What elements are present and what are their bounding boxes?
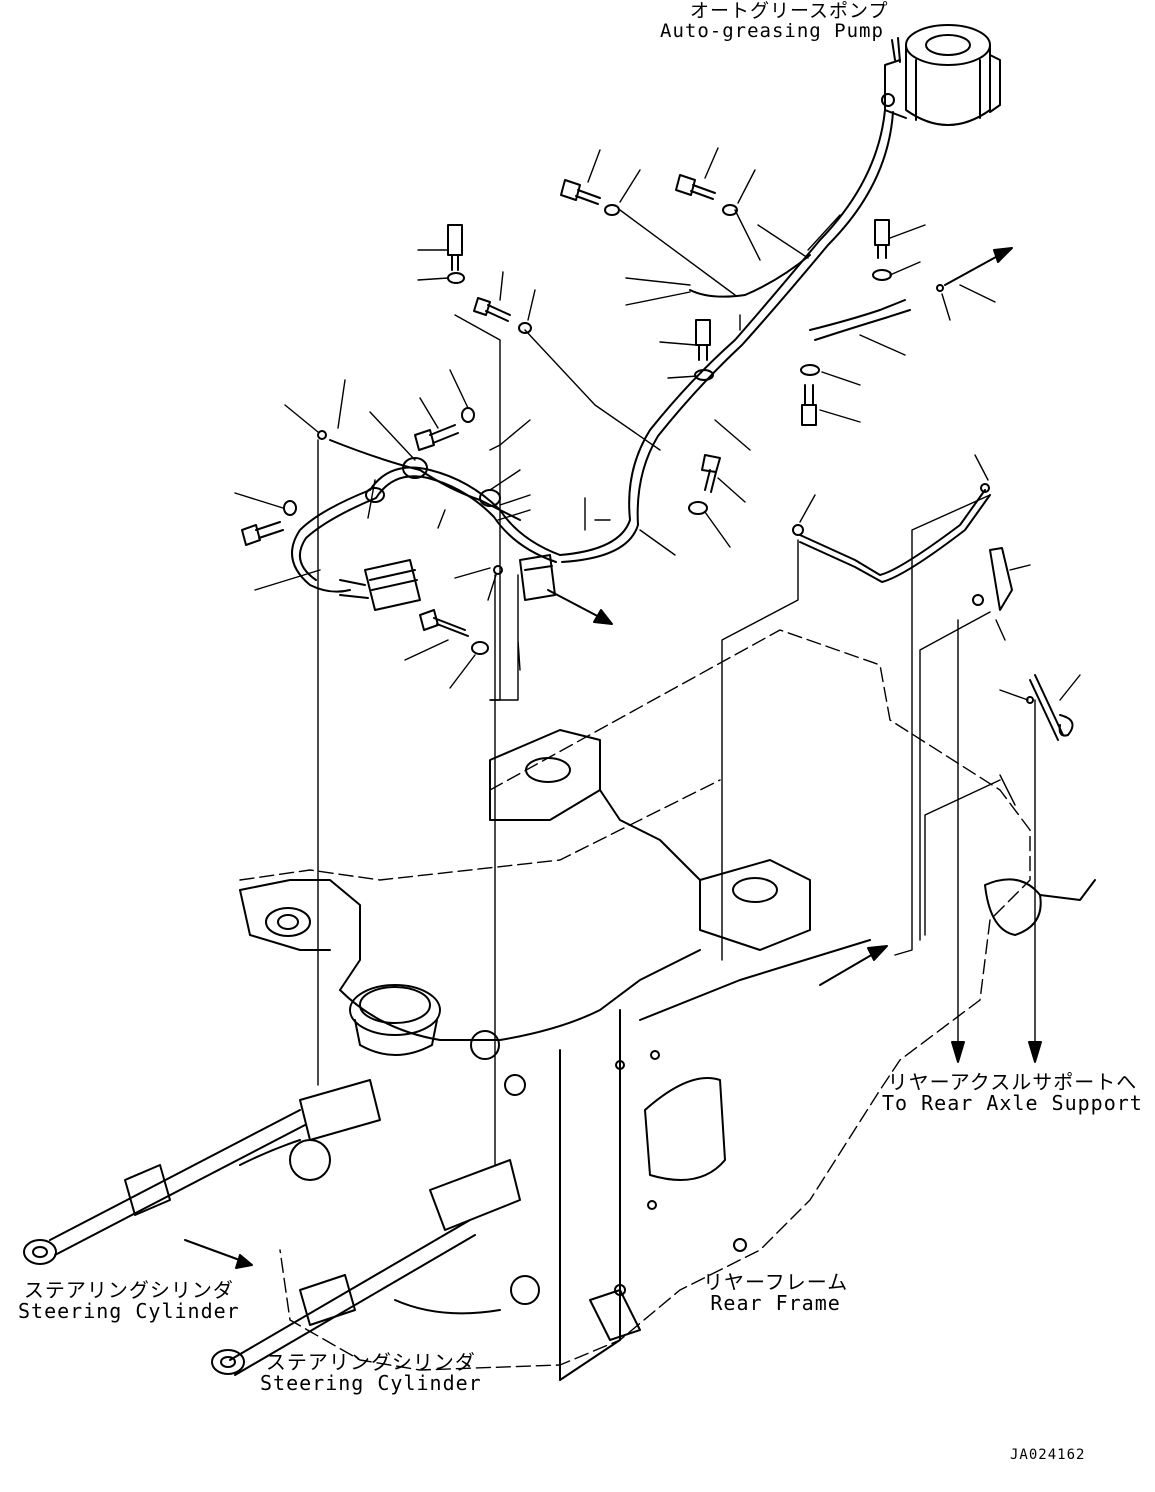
rear-axle-support-label-en: To Rear Axle Support <box>882 1091 1143 1115</box>
auto-greasing-pump-label: オートグリースポンプ Auto-greasing Pump <box>660 0 889 42</box>
rear-frame-label-en: Rear Frame <box>710 1291 841 1315</box>
steering-cylinder-label-right-en: Steering Cylinder <box>260 1371 482 1395</box>
steering-cylinder-left <box>23 1079 381 1265</box>
rear-axle-support-label: リヤーアクスルサポートへ To Rear Axle Support <box>882 1072 1143 1114</box>
grease-hose-main <box>559 109 911 563</box>
grease-tube-right <box>799 489 1074 741</box>
grease-hose-left-loop <box>291 439 561 593</box>
leader-lines <box>234 147 1081 1166</box>
fasteners <box>241 174 990 655</box>
rear-frame-label-jp: リヤーフレーム <box>703 1270 849 1294</box>
auto-greasing-pump-label-en: Auto-greasing Pump <box>660 19 884 42</box>
steering-cylinder-right <box>211 1159 540 1376</box>
steering-cylinder-label-right: ステアリングシリンダ Steering Cylinder <box>260 1352 482 1394</box>
steering-cylinder-label-left: ステアリングシリンダ Steering Cylinder <box>18 1280 240 1322</box>
rear-frame <box>239 629 1096 1381</box>
auto-greasing-pump <box>881 24 1001 126</box>
steering-cylinder-label-right-jp: ステアリングシリンダ <box>265 1350 476 1374</box>
steering-cylinder-label-left-jp: ステアリングシリンダ <box>23 1278 234 1302</box>
rear-frame-label: リヤーフレーム Rear Frame <box>703 1272 848 1314</box>
rear-axle-support-label-jp: リヤーアクスルサポートへ <box>887 1070 1138 1094</box>
divider-valve <box>339 559 421 611</box>
drawing-number: JA024162 <box>1010 1447 1086 1463</box>
steering-cylinder-label-left-en: Steering Cylinder <box>18 1299 240 1323</box>
hose-clamp-block <box>519 554 556 601</box>
auto-greasing-pump-label-jp: オートグリースポンプ <box>690 0 889 22</box>
direction-arrows <box>184 247 1042 1269</box>
